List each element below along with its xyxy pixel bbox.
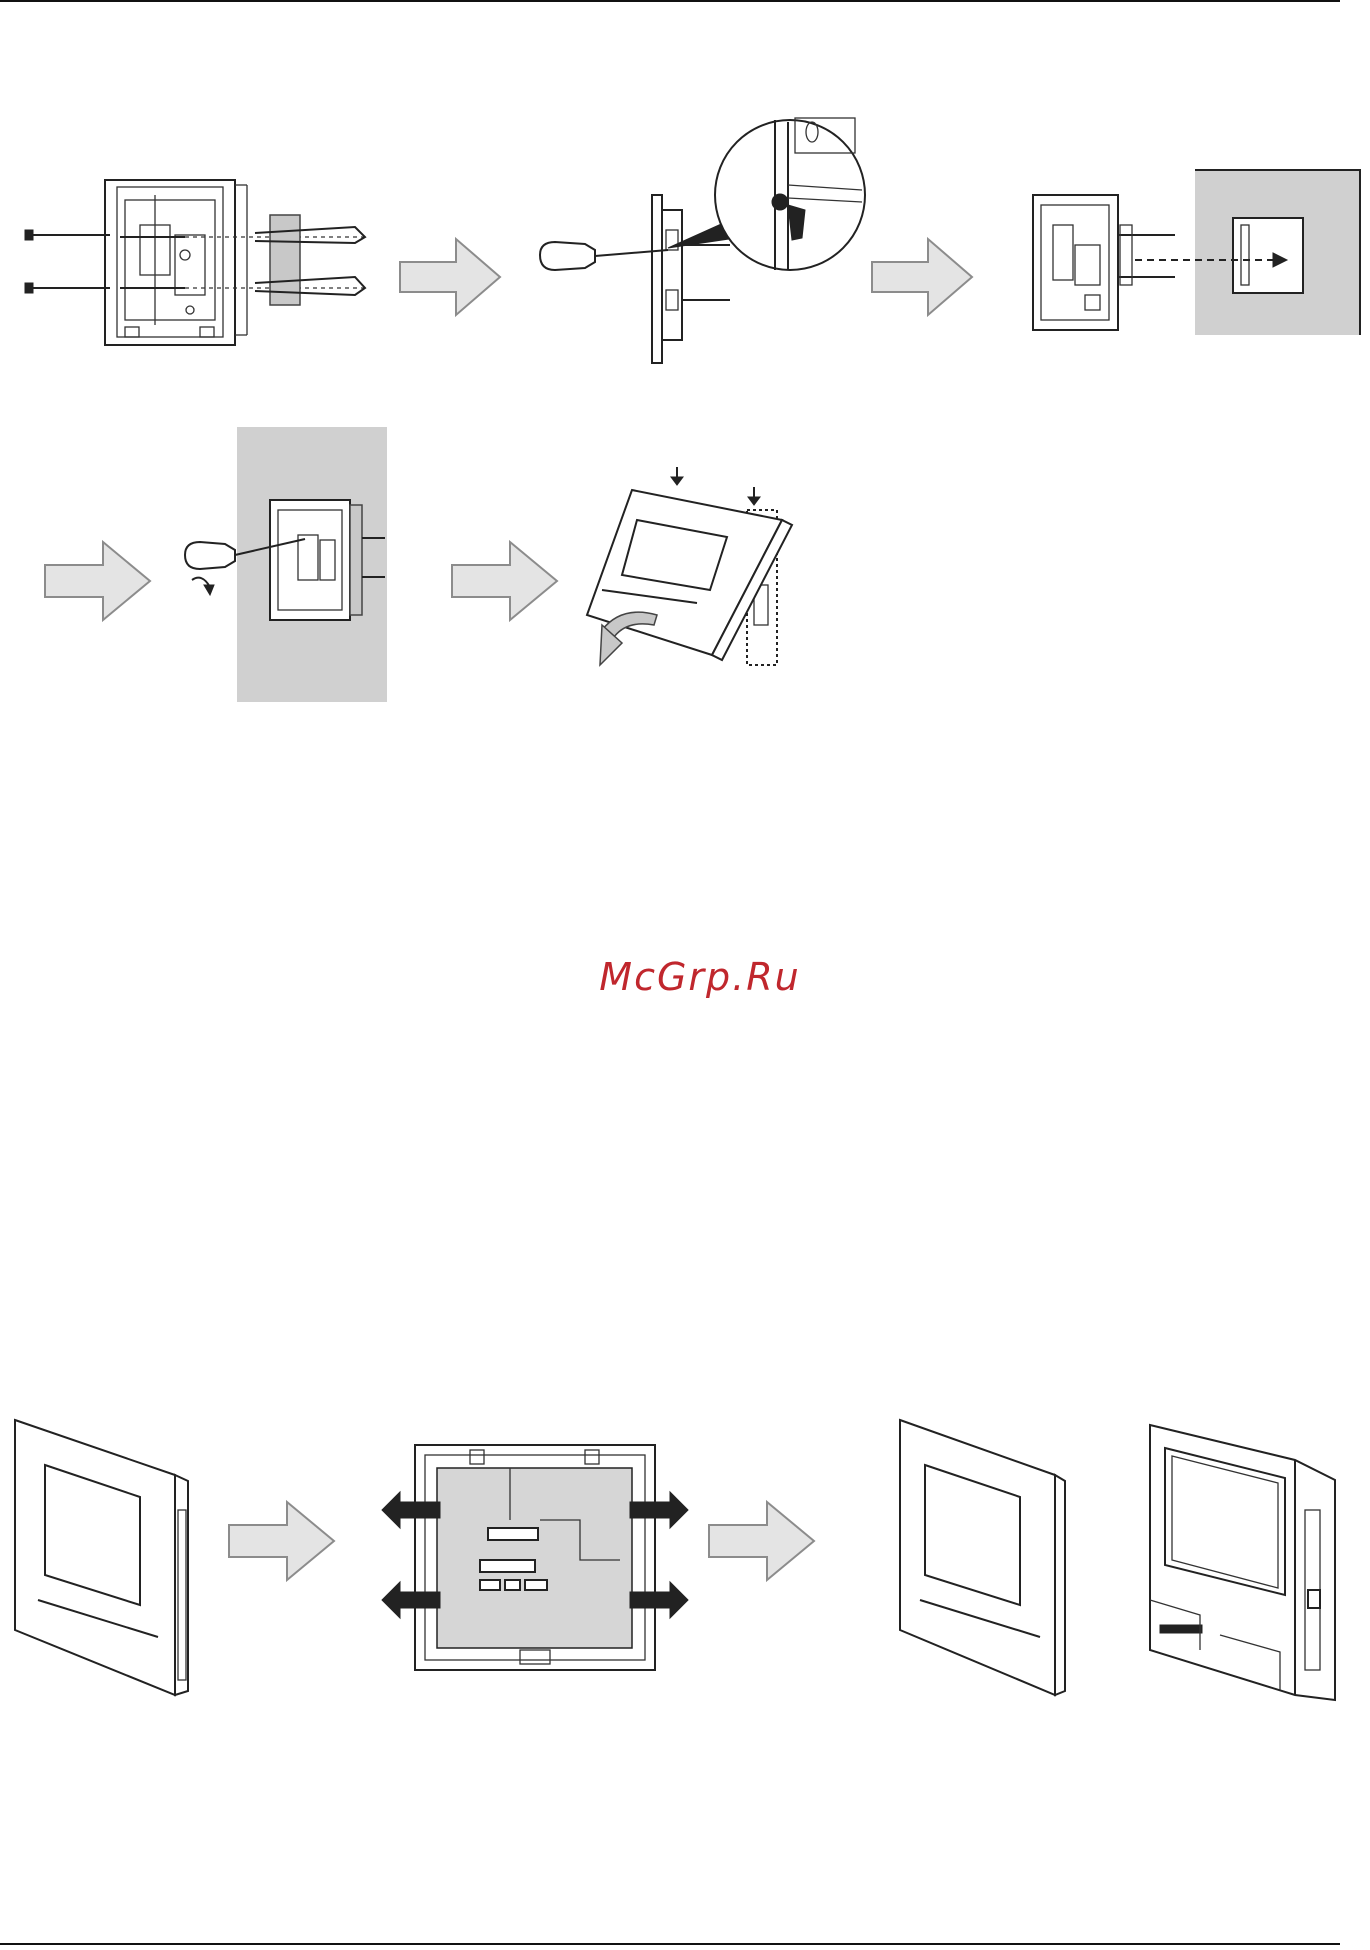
- step3-insert-into-wallbox-illustration: [1025, 165, 1365, 345]
- bottom-rule: [0, 1943, 1340, 1945]
- screwdriver: [540, 242, 668, 270]
- top-rule: [0, 0, 1340, 2]
- watermark: McGrp.Ru: [590, 955, 810, 999]
- main-unit-separated-illustration: [1140, 1420, 1350, 1705]
- push-down-arrow-left-icon: [671, 467, 683, 485]
- arrow-right-2: [870, 237, 975, 317]
- push-down-arrow-right-icon: [748, 487, 760, 505]
- arrow-right-1: [398, 237, 503, 317]
- arrow-right-5: [227, 1500, 337, 1582]
- screw-left-top: [25, 230, 110, 240]
- magnifier-callout: [715, 118, 865, 270]
- step4-tighten-screw-illustration: [180, 425, 400, 705]
- monitor-front-illustration: [10, 1415, 190, 1705]
- step1-backbox-with-screws-illustration: [25, 175, 375, 355]
- wall-panel: [1195, 170, 1360, 335]
- arrow-right-6: [707, 1500, 817, 1582]
- screw-left-bottom: [25, 283, 110, 293]
- backplate-detach-illustration: [380, 1440, 690, 1680]
- rotate-arrow-icon: [192, 578, 214, 595]
- arrow-right-4: [450, 540, 560, 622]
- step2-screwdriver-loosen-illustration: [540, 110, 870, 370]
- wall-plugs: [255, 215, 365, 305]
- step5-attach-panel-illustration: [582, 465, 802, 685]
- front-panel-separated-illustration: [895, 1415, 1075, 1705]
- arrow-right-3: [43, 540, 153, 622]
